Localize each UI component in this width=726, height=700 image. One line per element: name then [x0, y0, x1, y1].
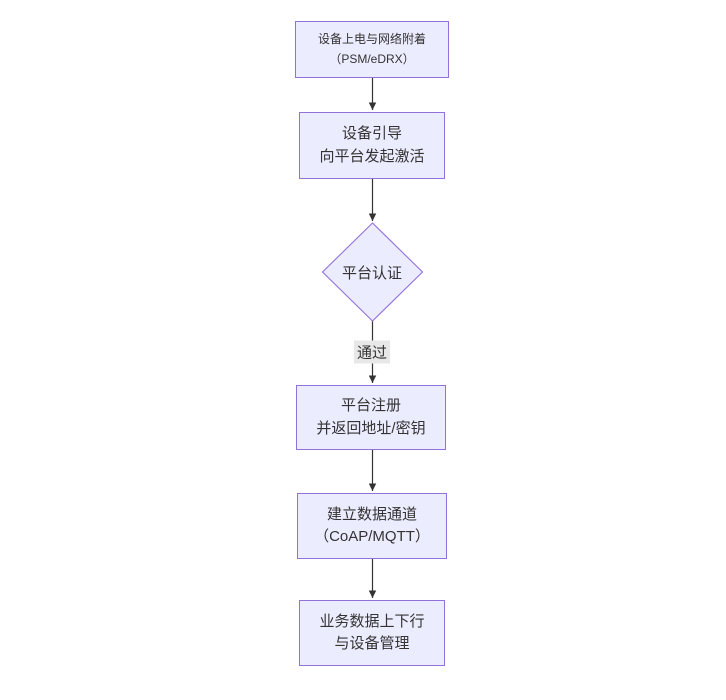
flow-node-business-data: 业务数据上下行 与设备管理	[299, 600, 445, 666]
node-text-line: 设备上电与网络附着	[317, 32, 426, 47]
flow-node-platform-auth-label: 平台认证	[341, 265, 402, 282]
node-text-line: （PSM/eDRX）	[329, 51, 415, 66]
flow-node-bootstrap: 设备引导 向平台发起激活	[299, 112, 445, 179]
flow-node-power-attach: 设备上电与网络附着 （PSM/eDRX）	[295, 21, 449, 78]
flow-node-data-channel: 建立数据通道 （CoAP/MQTT）	[297, 493, 447, 559]
node-text-line: 设备引导	[341, 125, 402, 142]
node-text-line: 与设备管理	[334, 635, 410, 652]
node-text-line: 业务数据上下行	[319, 612, 425, 630]
edge-label-pass: 通过	[353, 340, 391, 364]
node-text-line: 并返回地址/密钥	[316, 419, 426, 437]
node-text-line: （CoAP/MQTT）	[314, 528, 430, 545]
node-text-line: 向平台发起激活	[319, 147, 425, 165]
flow-node-register: 平台注册 并返回地址/密钥	[296, 385, 446, 450]
decision-diamond-platform-auth	[321, 222, 424, 322]
node-text-line: 平台注册	[340, 397, 401, 414]
node-text-line: 建立数据通道	[326, 505, 417, 523]
